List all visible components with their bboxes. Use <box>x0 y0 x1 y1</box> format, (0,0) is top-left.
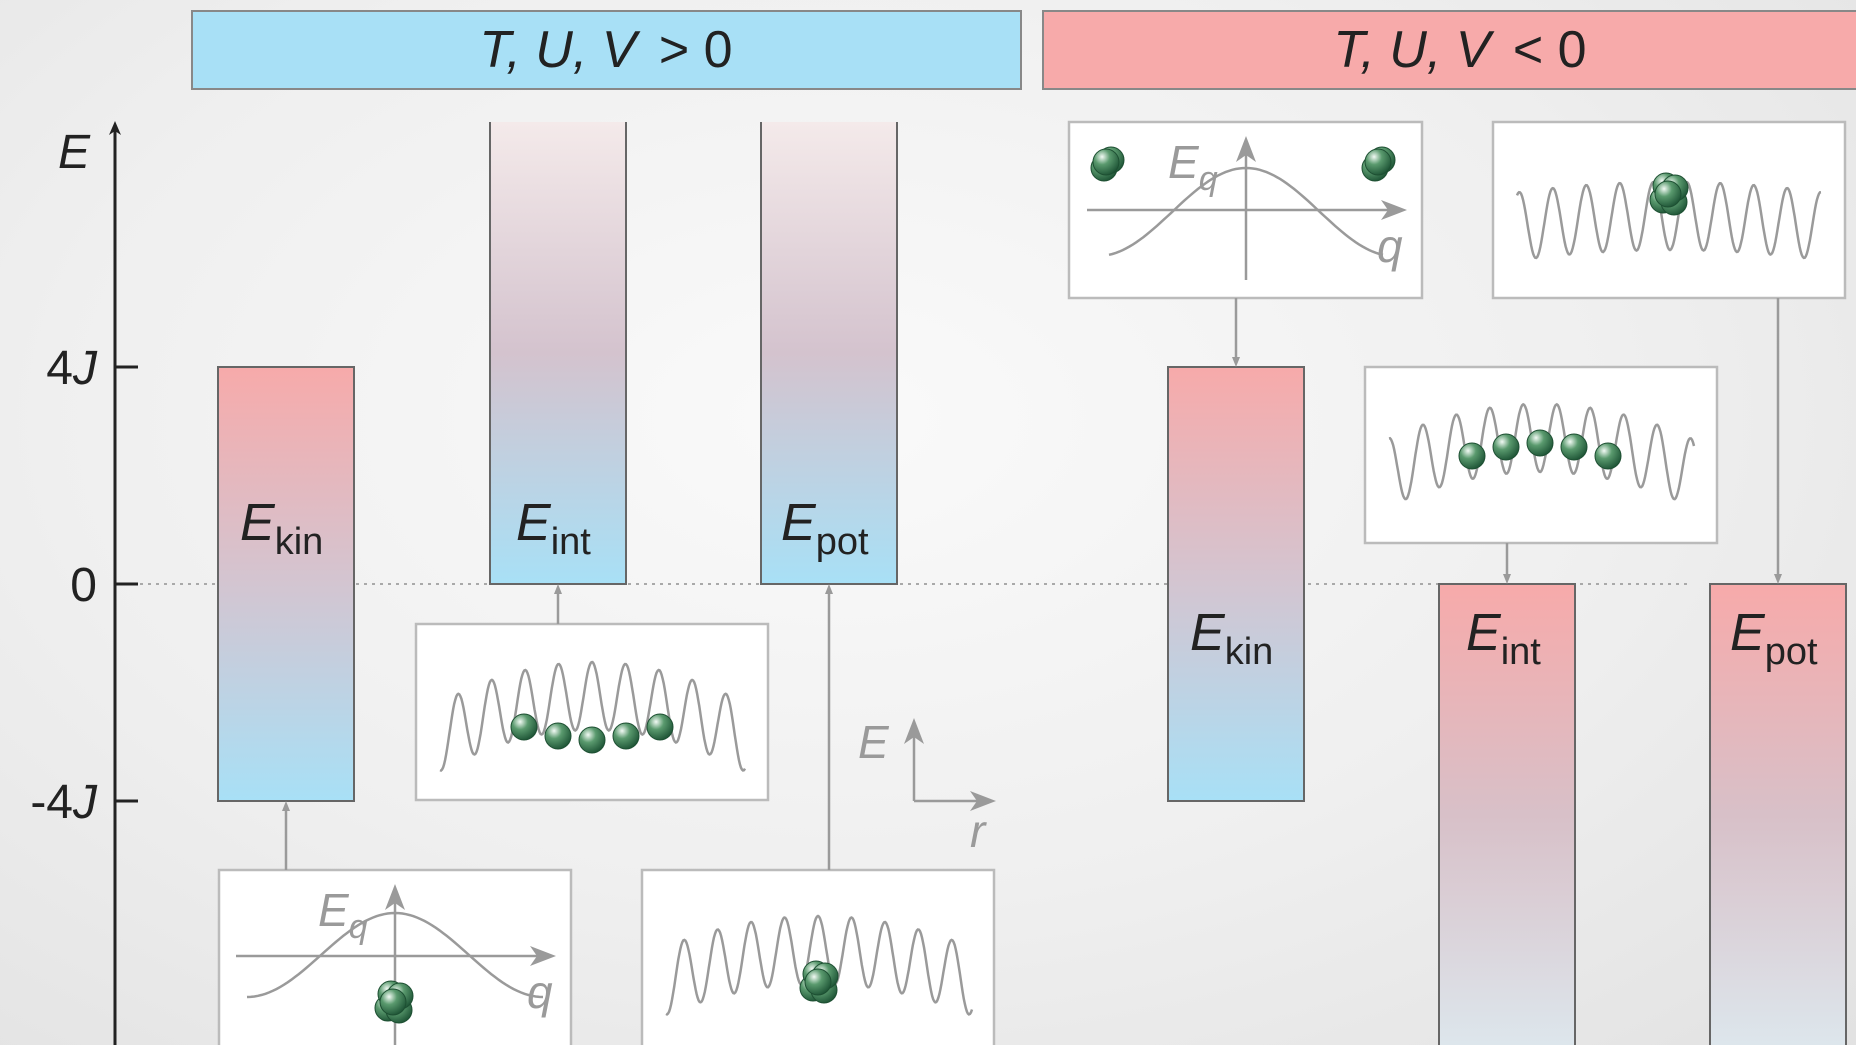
tick-minus-4J: -4J <box>30 776 98 829</box>
particle <box>1527 430 1553 456</box>
inset-interaction-spread <box>416 624 768 800</box>
svg-text:T, U, V < 0: T, U, V < 0 <box>1333 21 1586 79</box>
header-negative-vars: T, U, V <box>1333 21 1494 79</box>
bar-left-int: Eint <box>490 122 626 584</box>
header-positive: T, U, V > 0 <box>192 11 1021 89</box>
svg-text:r: r <box>970 805 987 857</box>
particle <box>805 969 831 995</box>
particle <box>545 723 571 749</box>
svg-text:q: q <box>527 966 553 1018</box>
inset-dispersion-max: Eq q <box>1069 122 1422 298</box>
svg-text:E: E <box>858 716 890 768</box>
bar-left-pot: Epot <box>761 122 897 584</box>
bar-right-int: Eint <box>1439 584 1575 1045</box>
particle <box>380 989 406 1015</box>
tick-0: 0 <box>70 559 97 612</box>
potential-axes-icon: E r <box>858 716 990 857</box>
particle <box>511 714 537 740</box>
energy-axis: E 4J 0 -4J <box>30 126 138 1045</box>
particle <box>1655 181 1681 207</box>
inset-potential-bump <box>1493 122 1845 298</box>
svg-text:q: q <box>1377 220 1403 272</box>
particle <box>1595 443 1621 469</box>
particle <box>1561 434 1587 460</box>
particle <box>1365 149 1391 175</box>
particle <box>1493 434 1519 460</box>
axis-label: E <box>58 126 91 179</box>
particle <box>647 714 673 740</box>
inset-interaction-bump <box>1365 367 1717 543</box>
header-positive-op: > 0 <box>659 21 733 79</box>
particle <box>1459 443 1485 469</box>
particle <box>613 723 639 749</box>
particle <box>579 727 605 753</box>
inset-dispersion-min: Eq q <box>219 870 571 1045</box>
bar-left-kin: Ekin <box>218 367 354 801</box>
bar-right-kin: Ekin <box>1168 367 1304 801</box>
particle <box>1093 149 1119 175</box>
inset-potential-cluster <box>642 870 994 1045</box>
tick-4J: 4J <box>46 342 98 395</box>
header-negative-op: < 0 <box>1513 21 1587 79</box>
header-positive-vars: T, U, V <box>479 21 640 79</box>
svg-text:T, U, V > 0: T, U, V > 0 <box>479 21 732 79</box>
bar-right-pot: Epot <box>1710 584 1846 1045</box>
header-negative: T, U, V < 0 <box>1043 11 1856 89</box>
